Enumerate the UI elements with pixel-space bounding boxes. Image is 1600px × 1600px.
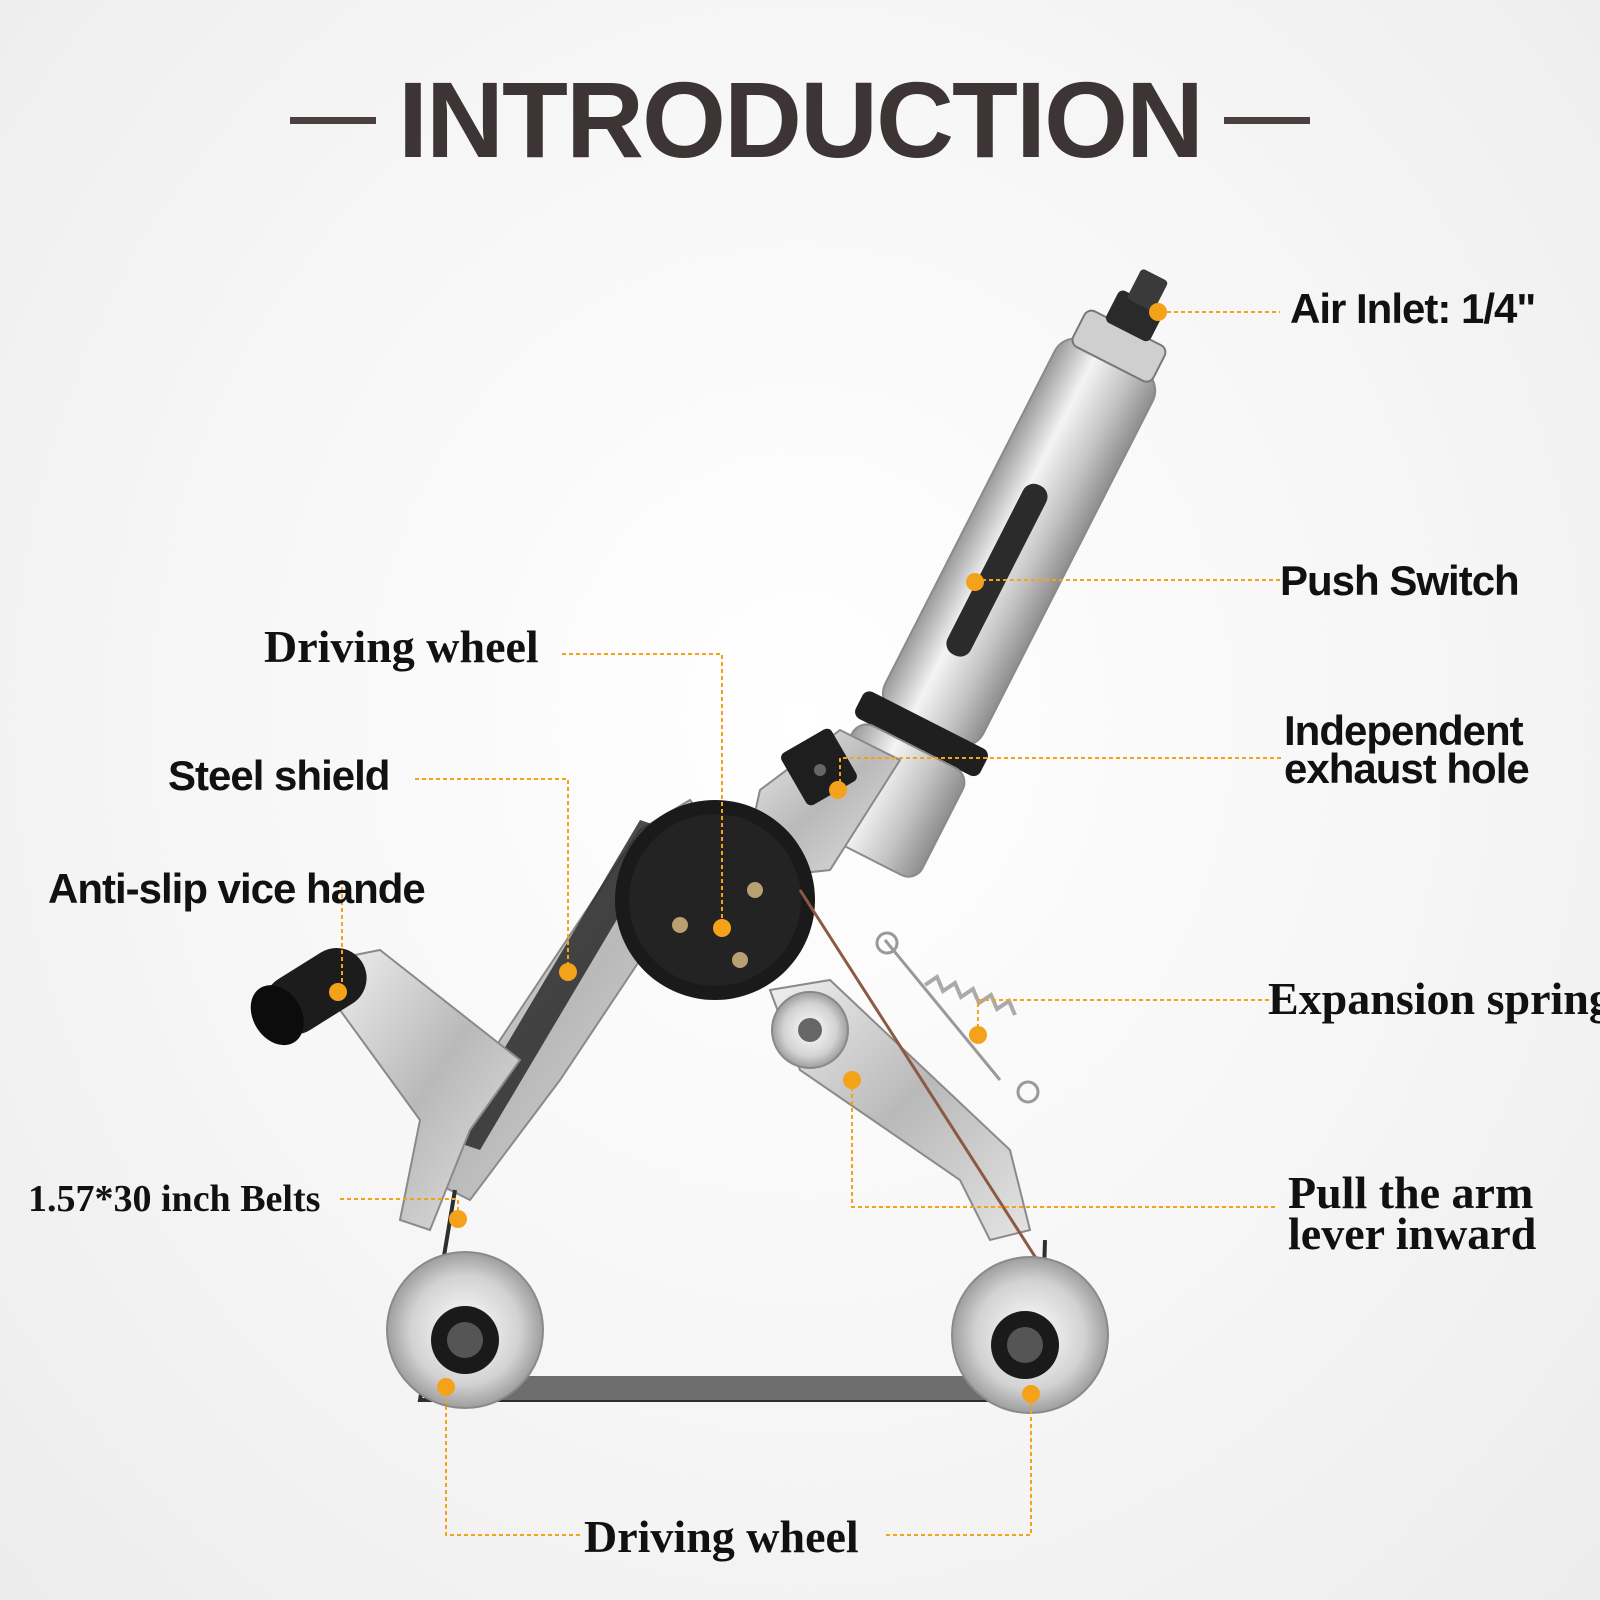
dot-steel-shield xyxy=(559,963,577,981)
label-belts: 1.57*30 inch Belts xyxy=(28,1178,321,1220)
label-exhaust-hole: Independent exhaust hole xyxy=(1284,707,1530,792)
label-exhaust-line2: exhaust hole xyxy=(1284,744,1530,792)
leader-steel-shield xyxy=(415,778,569,972)
dot-driving-wheel-top xyxy=(713,919,731,937)
page-title: INTRODUCTION xyxy=(398,59,1204,180)
label-pull-arm-line1: Pull the arm xyxy=(1288,1167,1534,1218)
label-pull-arm: Pull the arm lever inward xyxy=(1288,1167,1537,1260)
leader-pull-arm xyxy=(851,1080,1278,1208)
leader-exhaust xyxy=(839,757,1282,790)
label-expansion-spring: Expansion spring xyxy=(1268,973,1600,1024)
label-steel-shield: Steel shield xyxy=(168,752,390,799)
title-dash-left xyxy=(290,116,377,124)
label-air-inlet: Air Inlet: 1/4" xyxy=(1290,285,1536,332)
callout-dots xyxy=(329,303,1167,1403)
label-push-switch: Push Switch xyxy=(1280,557,1520,604)
callout-lines xyxy=(340,311,1282,1536)
label-driving-wheel-bottom: Driving wheel xyxy=(584,1511,859,1562)
dot-air-inlet xyxy=(1149,303,1167,321)
label-exhaust-line1: Independent xyxy=(1284,707,1524,754)
tool-body xyxy=(250,269,1168,1414)
dot-driving-wheel-bottom-left xyxy=(437,1378,455,1396)
label-anti-slip: Anti-slip vice hande xyxy=(48,865,426,912)
dot-exhaust xyxy=(829,781,847,799)
dot-belts xyxy=(449,1210,467,1228)
label-pull-arm-line2: lever inward xyxy=(1288,1208,1537,1260)
dot-anti-slip xyxy=(329,983,347,1001)
dot-driving-wheel-bottom-right xyxy=(1022,1385,1040,1403)
label-driving-wheel-top: Driving wheel xyxy=(264,621,539,672)
roller-right xyxy=(951,1256,1109,1414)
dot-expansion-spring xyxy=(969,1026,987,1044)
handle-tube xyxy=(809,269,1168,878)
roller-left xyxy=(386,1251,544,1409)
title-bar: INTRODUCTION xyxy=(0,60,1600,180)
dot-pull-arm xyxy=(843,1071,861,1089)
dot-push-switch xyxy=(966,573,984,591)
title-dash-right xyxy=(1223,116,1310,124)
leader-driving-wheel-bottom-right xyxy=(886,1394,1032,1536)
leader-driving-wheel-bottom xyxy=(445,1387,580,1536)
leader-expansion-spring xyxy=(977,999,1270,1035)
